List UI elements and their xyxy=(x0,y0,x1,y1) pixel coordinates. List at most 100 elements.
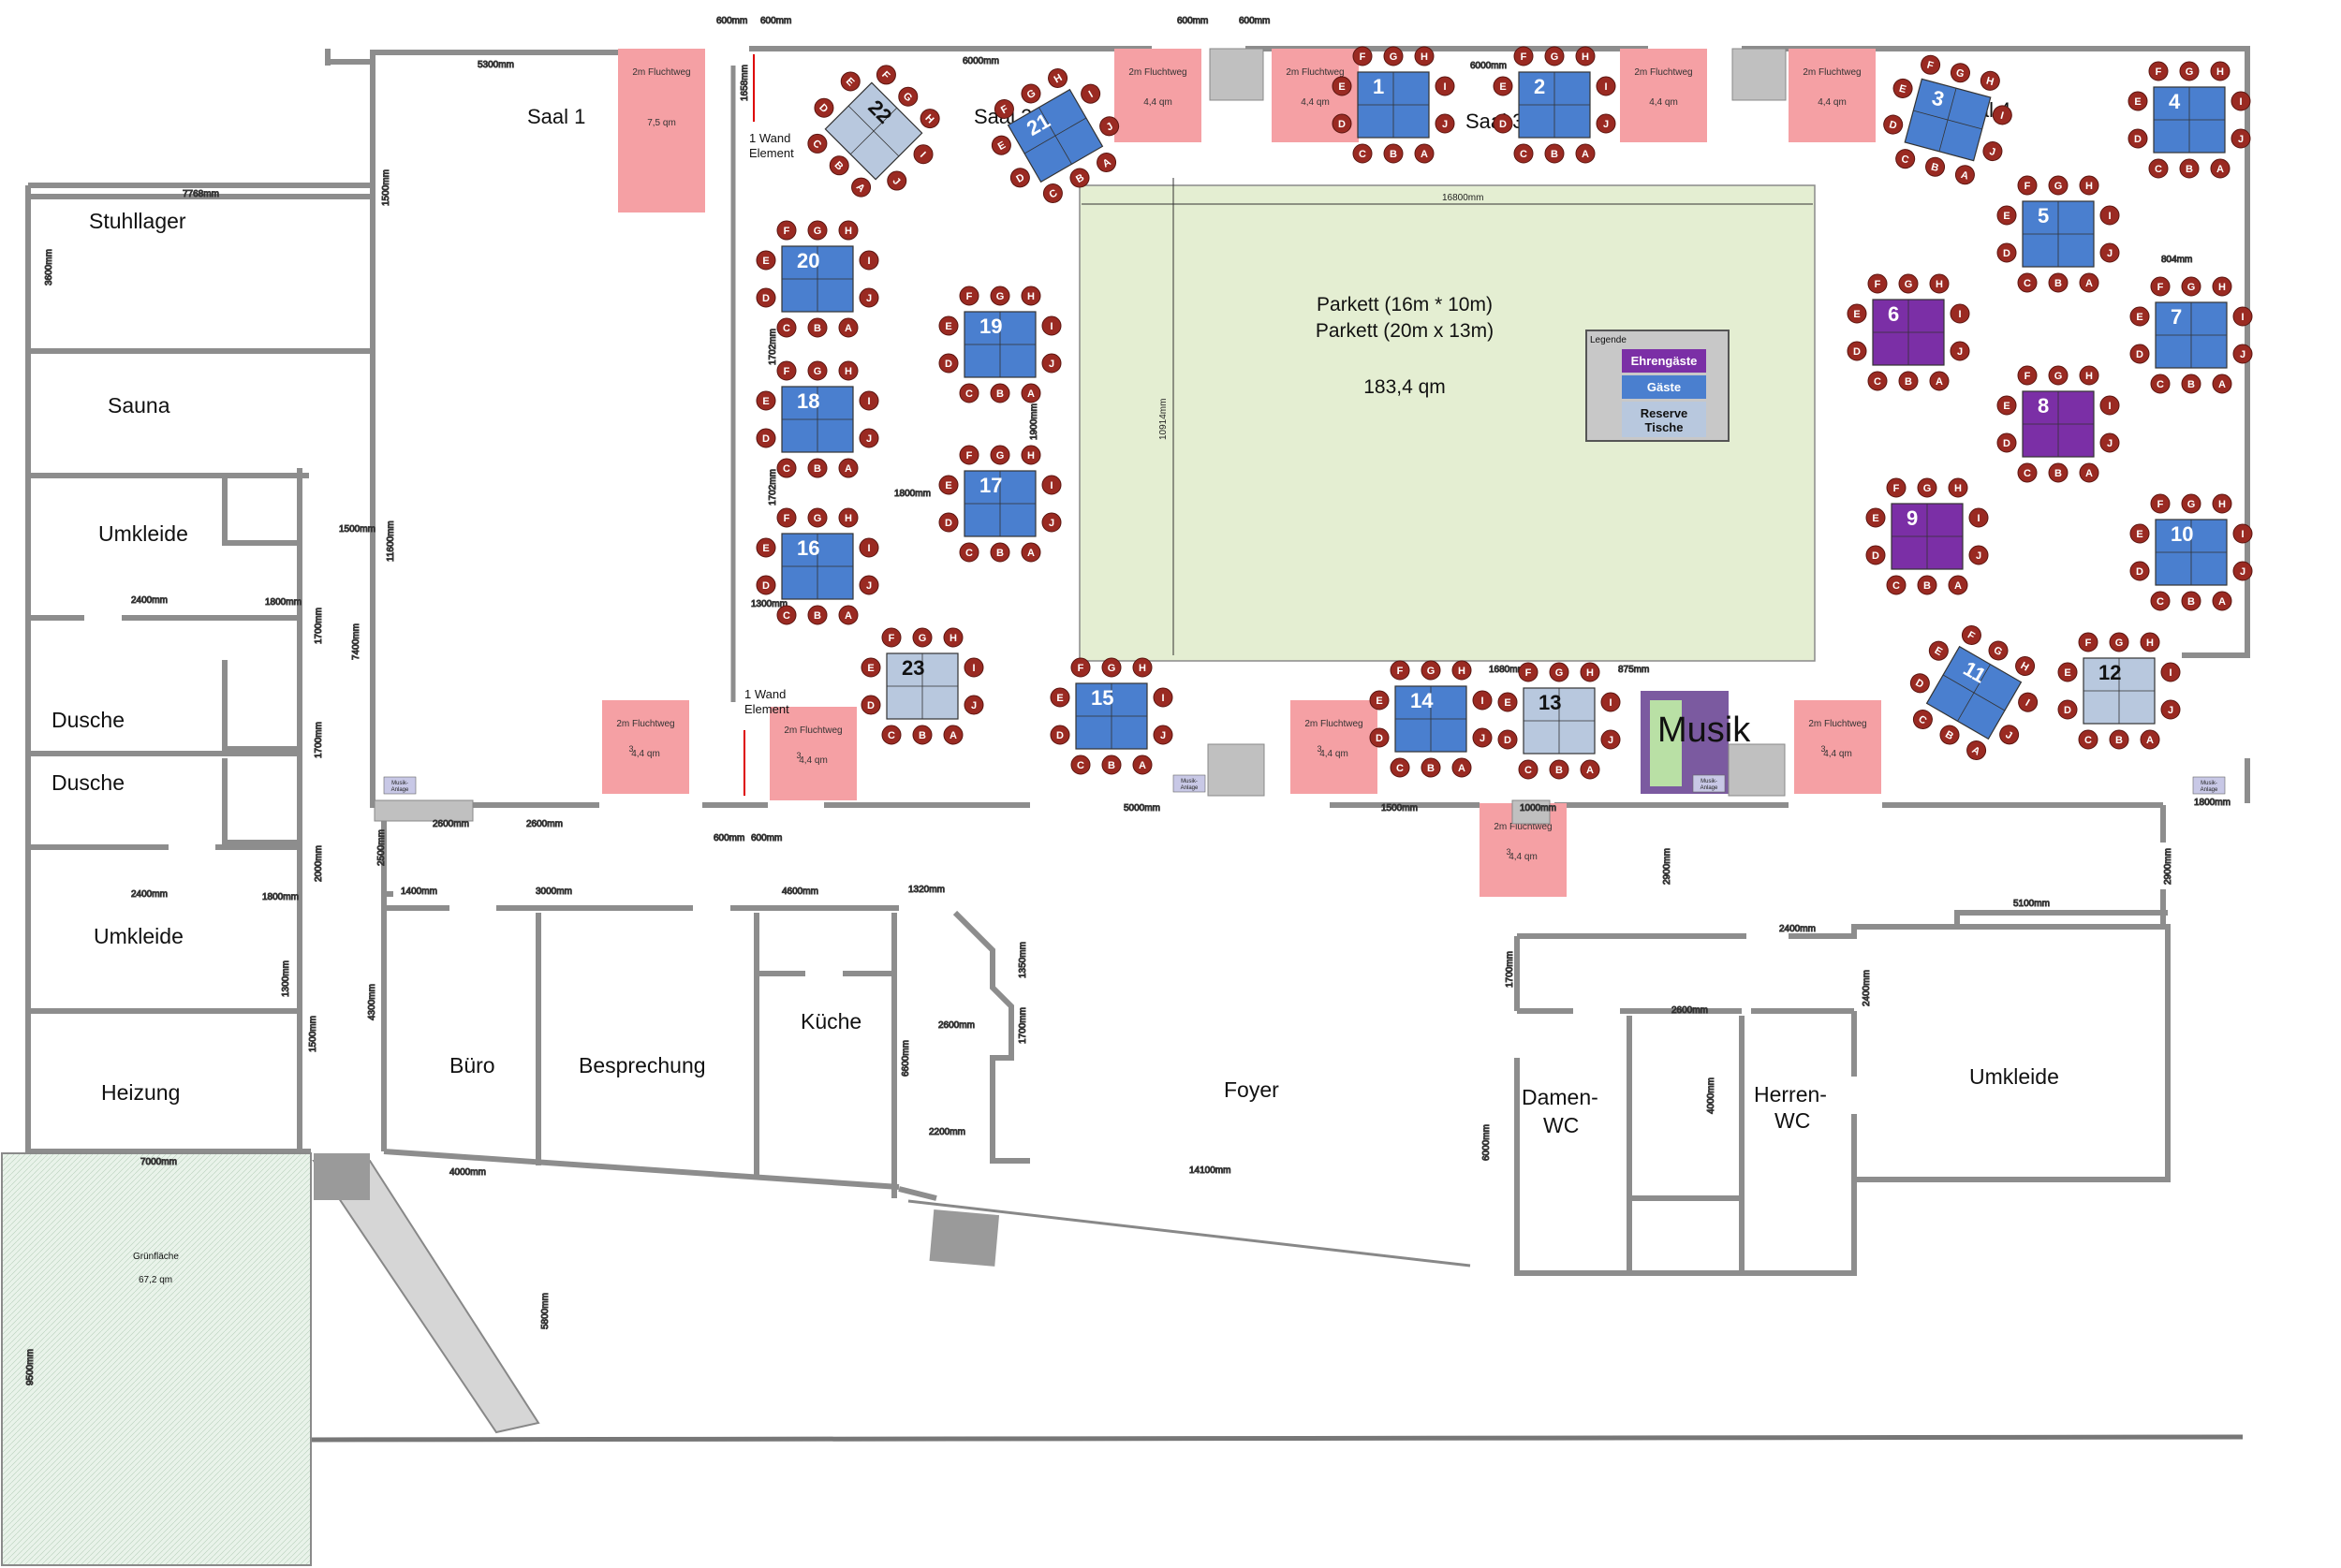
seat: A xyxy=(2212,591,2232,611)
seat: D xyxy=(2129,344,2150,364)
dimension-label: 3000mm xyxy=(536,887,572,897)
escape-route-label: 2m Fluchtweg xyxy=(1634,67,1692,78)
seat-letter: J xyxy=(1049,359,1054,370)
seat: F xyxy=(2017,175,2038,196)
dimension-label: 1800mm xyxy=(894,489,931,499)
seat-letter: B xyxy=(1905,376,1912,388)
escape-route-area: 4,4 qm xyxy=(1649,97,1678,108)
seat-letter: F xyxy=(784,366,790,377)
seat-letter: D xyxy=(1888,119,1898,132)
seat: G xyxy=(898,86,919,107)
escape-route-label: 2m Fluchtweg xyxy=(1304,719,1362,729)
seat: D xyxy=(1996,432,2017,453)
seat-letter: G xyxy=(1955,67,1966,81)
seat: D xyxy=(756,575,776,595)
seat-letter: I xyxy=(918,150,928,160)
dimension-label: 2600mm xyxy=(938,1020,975,1031)
table-number: 4 xyxy=(2169,90,2181,113)
seat: F xyxy=(1921,54,1941,75)
seat: D xyxy=(1847,341,1867,361)
escape-route-area: 4,4 qm xyxy=(1823,749,1852,759)
escape-route-area: 4,4 qm xyxy=(1301,97,1330,108)
seat: G xyxy=(1950,63,1970,83)
seat: H xyxy=(943,627,964,648)
seat: H xyxy=(2212,493,2232,514)
seat: E xyxy=(991,135,1011,155)
seat: C xyxy=(2017,462,2038,483)
room-umkleide-2: Umkleide xyxy=(94,924,184,948)
seat-letter: C xyxy=(2157,379,2164,390)
dimension-label: 2600mm xyxy=(433,819,469,829)
seat: A xyxy=(1451,757,1472,778)
seat: C xyxy=(1513,143,1534,164)
seat-letter: A xyxy=(2218,379,2226,390)
seat: D xyxy=(756,428,776,448)
seat: J xyxy=(1968,545,1989,565)
seat: H xyxy=(1132,657,1153,678)
seat: H xyxy=(838,220,859,241)
room-besprechung: Besprechung xyxy=(579,1053,706,1077)
table-number: 19 xyxy=(979,315,1002,338)
seat: J xyxy=(2099,242,2120,263)
seat: C xyxy=(959,383,979,403)
seat: J xyxy=(859,287,879,308)
seat: G xyxy=(1101,657,1122,678)
dimension-label: 1000mm xyxy=(1520,803,1556,813)
seat-letter: G xyxy=(2054,371,2063,382)
seat-letter: D xyxy=(945,518,952,529)
seat-letter: A xyxy=(950,730,957,741)
room-gruenflaeche: Grünfläche xyxy=(133,1252,179,1262)
seat-letter: J xyxy=(1442,119,1448,130)
seat: H xyxy=(838,360,859,381)
seat-letter: H xyxy=(1954,483,1962,494)
seat-letter: A xyxy=(1582,149,1589,160)
table-number: 7 xyxy=(2171,305,2182,329)
seat-letter: I xyxy=(867,396,870,407)
seat: E xyxy=(1996,205,2017,226)
dimension-label: 600mm xyxy=(716,16,747,26)
seat-letter: A xyxy=(1960,169,1970,183)
seat-letter: B xyxy=(1108,760,1115,771)
seat-letter: H xyxy=(1421,51,1428,63)
seat-letter: F xyxy=(1397,666,1404,677)
seat: H xyxy=(2210,61,2231,81)
seat-letter: I xyxy=(2108,211,2111,222)
seat-letter: B xyxy=(2187,596,2195,608)
seat: G xyxy=(1383,46,1404,66)
dimension-label: 14100mm xyxy=(1189,1165,1230,1176)
seat-letter: I xyxy=(1087,89,1096,100)
seat-letter: F xyxy=(2024,371,2031,382)
seat-letter: F xyxy=(1893,483,1900,494)
seat-letter: E xyxy=(2134,96,2141,108)
seat-letter: E xyxy=(2003,401,2010,412)
seat-letter: C xyxy=(965,548,973,559)
seat: D xyxy=(1050,725,1070,745)
seat-letter: B xyxy=(2186,164,2193,175)
seat-letter: F xyxy=(1525,667,1532,679)
seat-letter: H xyxy=(1027,291,1035,302)
seat-letter: H xyxy=(2085,181,2093,192)
seat: I xyxy=(2099,205,2120,226)
parkett-line1: Parkett (16m * 10m) xyxy=(1317,294,1493,315)
seat-letter: E xyxy=(867,663,874,674)
seat: E xyxy=(1493,76,1513,96)
seat: I xyxy=(1950,303,1970,324)
seat: A xyxy=(1414,143,1435,164)
seat-letter: E xyxy=(762,396,769,407)
escape-route-sub: 3 xyxy=(1821,744,1826,754)
seat-letter: J xyxy=(866,293,872,304)
legend-item-gaeste: Gäste xyxy=(1647,380,1681,394)
seat-letter: C xyxy=(965,388,973,400)
dimension-label: 5800mm xyxy=(540,1293,551,1329)
seat-letter: A xyxy=(1027,388,1035,400)
seat: A xyxy=(1575,143,1596,164)
room-damen-wc-2: WC xyxy=(1543,1113,1579,1137)
seat: C xyxy=(2150,591,2171,611)
seat-letter: C xyxy=(783,463,790,475)
seat: E xyxy=(1050,687,1070,708)
seat-letter: D xyxy=(2136,566,2143,578)
